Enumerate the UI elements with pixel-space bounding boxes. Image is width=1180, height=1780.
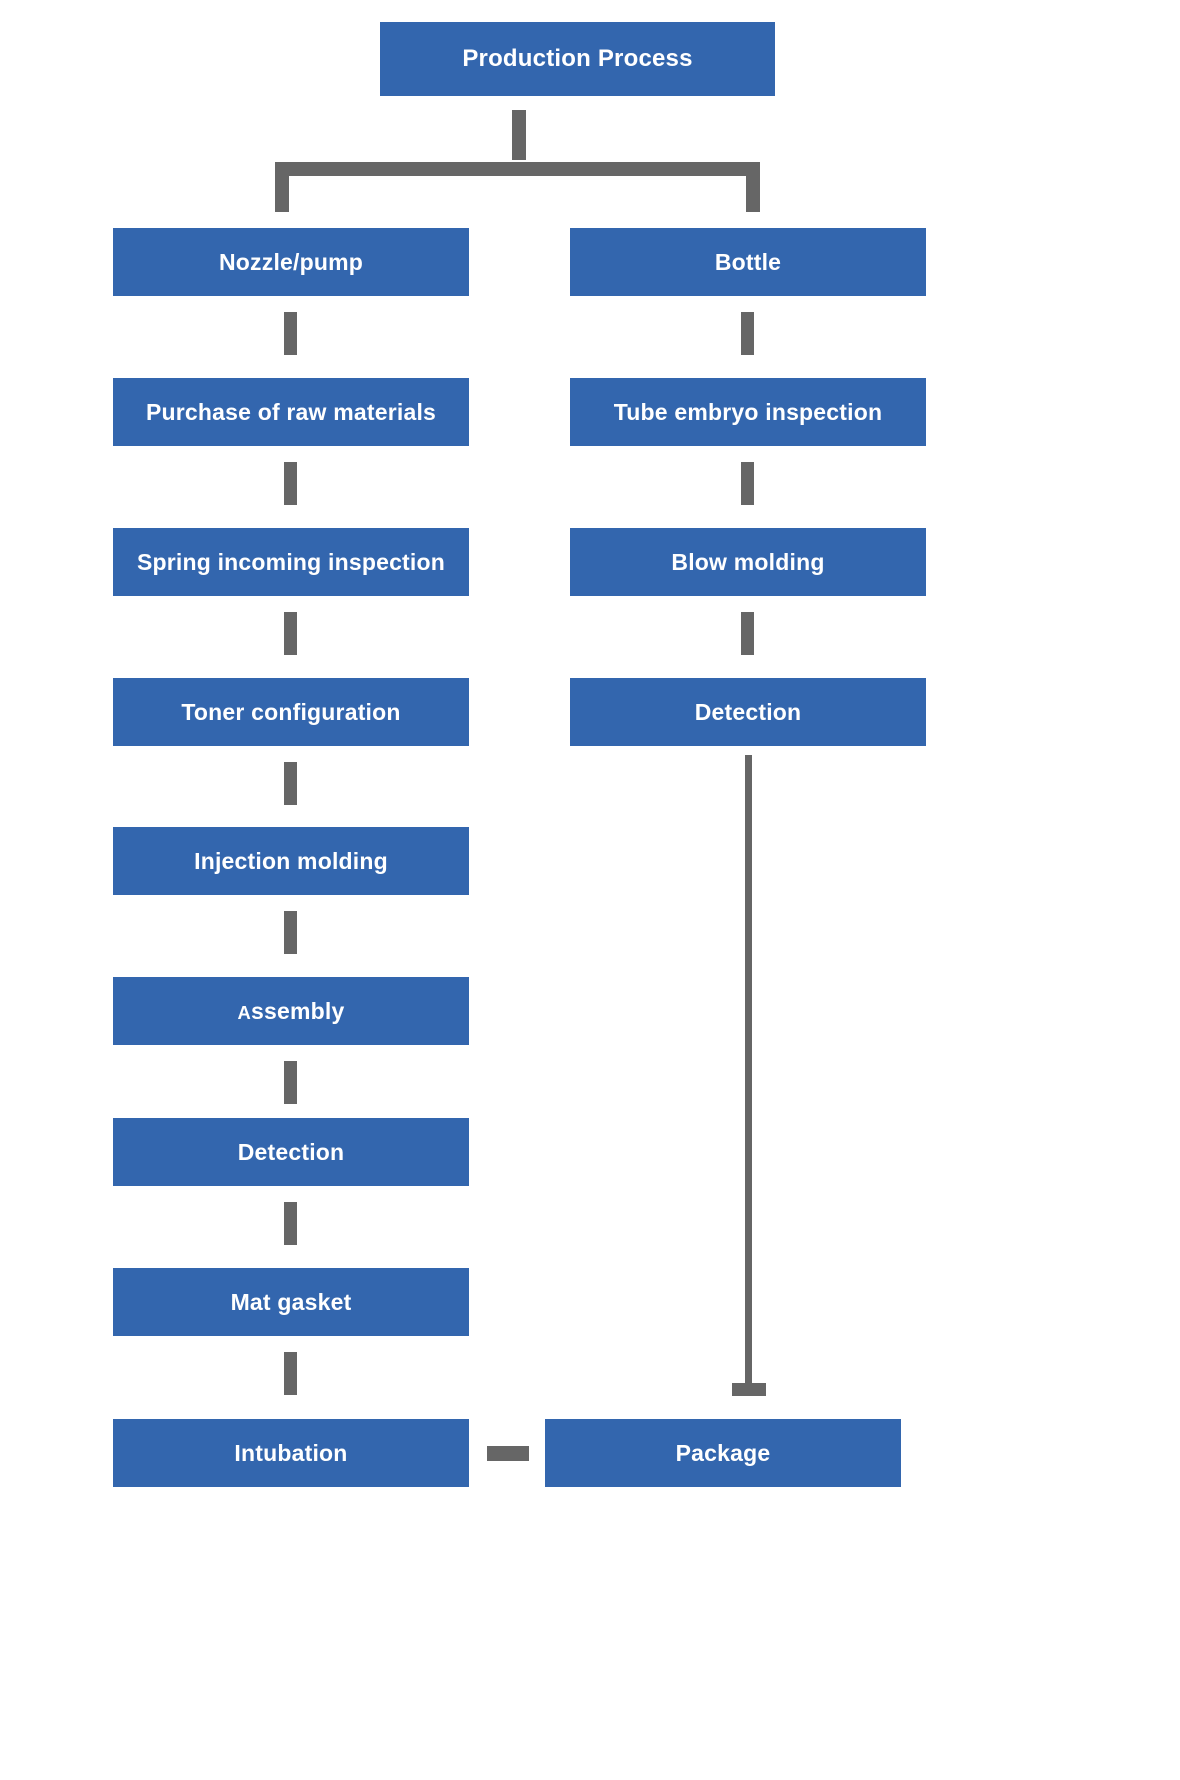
connector-left-1 (284, 312, 297, 355)
node-label: Mat gasket (230, 1288, 352, 1315)
connector-split-bar (275, 162, 760, 176)
connector-left-5 (284, 911, 297, 954)
connector-root-stem (512, 110, 526, 160)
node-detection-left[interactable]: Detection (113, 1118, 469, 1186)
node-bottle[interactable]: Bottle (570, 228, 926, 296)
connector-left-7 (284, 1202, 297, 1245)
connector-intubation-to-package (487, 1446, 529, 1461)
node-nozzle-pump[interactable]: Nozzle/pump (113, 228, 469, 296)
node-label: Toner configuration (181, 698, 401, 725)
connector-detection-to-package-arrow (732, 1383, 766, 1396)
node-purchase-of-raw-materials[interactable]: Purchase of raw materials (113, 378, 469, 446)
node-production-process[interactable]: Production Process (380, 22, 775, 96)
node-label: Intubation (234, 1439, 348, 1466)
label-remainder: ssembly (251, 997, 345, 1024)
connector-right-1 (741, 312, 754, 355)
node-label: Detection (694, 698, 802, 725)
connector-left-6 (284, 1061, 297, 1104)
node-injection-molding[interactable]: Injection molding (113, 827, 469, 895)
connector-split-right-drop (746, 162, 760, 212)
node-tube-embryo-inspection[interactable]: Tube embryo inspection (570, 378, 926, 446)
node-spring-incoming-inspection[interactable]: Spring incoming inspection (113, 528, 469, 596)
node-label: Production Process (462, 45, 693, 73)
connector-left-8 (284, 1352, 297, 1395)
connector-left-2 (284, 462, 297, 505)
node-label: Purchase of raw materials (145, 398, 437, 425)
connector-right-2 (741, 462, 754, 505)
node-toner-configuration[interactable]: Toner configuration (113, 678, 469, 746)
small-capital-initial: A (237, 1001, 251, 1023)
connector-split-left-drop (275, 162, 289, 212)
node-label: Detection (237, 1138, 345, 1165)
node-label: Bottle (714, 248, 782, 275)
node-blow-molding[interactable]: Blow molding (570, 528, 926, 596)
connector-left-4 (284, 762, 297, 805)
node-label: Nozzle/pump (218, 248, 364, 275)
node-label: Assembly (238, 998, 345, 1024)
connector-detection-to-package (745, 755, 752, 1393)
connector-left-3 (284, 612, 297, 655)
node-label: Blow molding (671, 548, 825, 575)
node-package[interactable]: Package (545, 1419, 901, 1487)
node-label: Package (675, 1439, 771, 1466)
node-assembly[interactable]: Assembly (113, 977, 469, 1045)
node-mat-gasket[interactable]: Mat gasket (113, 1268, 469, 1336)
node-label: Spring incoming inspection (136, 548, 446, 575)
node-label: Tube embryo inspection (613, 398, 883, 425)
node-intubation[interactable]: Intubation (113, 1419, 469, 1487)
connector-right-3 (741, 612, 754, 655)
node-label: Injection molding (194, 847, 388, 874)
node-detection-right[interactable]: Detection (570, 678, 926, 746)
